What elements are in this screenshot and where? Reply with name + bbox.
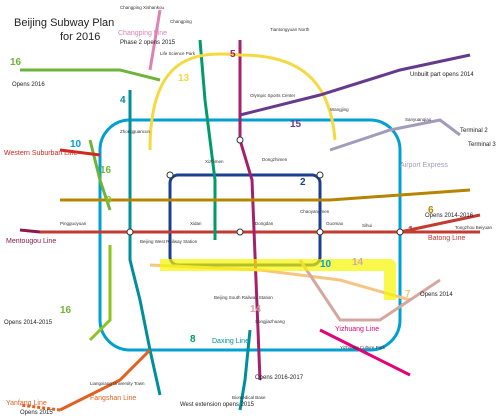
station-guomao: Guomao [326, 221, 344, 226]
line-13 [148, 52, 337, 151]
station-songjiazhuang: Songjiazhuang [255, 319, 285, 324]
line-8-number: 8 [190, 334, 196, 345]
line-14-right-number: 14 [352, 257, 364, 268]
station-tongzhou-beiyuan: Tongzhou Beiyuan [455, 225, 493, 230]
station-pingguoyuan: Pingguoyuan [60, 221, 87, 226]
station-marker [126, 228, 134, 236]
line-8 [198, 39, 217, 240]
annotation-terminal-2: Terminal 2 [460, 128, 488, 134]
line-4-number: 4 [120, 95, 126, 106]
line-daxing [238, 329, 252, 411]
station-biomedical-base: Biomedical Base [232, 395, 266, 400]
station-yizhuang-culture-park: Yizhuang Culture Park [340, 345, 385, 350]
annotation-unbuilt: Unbuilt part opens 2014 [410, 72, 474, 78]
line-9 [88, 245, 112, 342]
annotation-opens-2014-2015: Opens 2014-2015 [4, 320, 53, 326]
station-olympic-sports-center: Olympic Sports Center [250, 93, 296, 98]
line-9-number: 9 [106, 195, 112, 206]
station-wangjing: Wangjing [330, 107, 349, 112]
highlighter-stroke [160, 259, 396, 300]
mentougou-line-label: Mentougou Line [6, 238, 57, 245]
station-life-science-park: Life Science Park [160, 51, 196, 56]
fangshan-line-label: Fangshan Line [90, 395, 137, 402]
map-title-line1: Beijing Subway Plan [14, 17, 115, 29]
line-10-bottom-number: 10 [320, 259, 332, 270]
line-6 [60, 188, 471, 202]
line-yanfang [19, 403, 61, 412]
line-yizhuang [319, 328, 411, 377]
line-7-number: 7 [405, 289, 411, 300]
annotation-phase2: Phase 2 opens 2015 [120, 40, 176, 46]
daxing-line-label: Daxing Line [212, 338, 249, 345]
line-16-mid-number: 16 [100, 165, 112, 176]
line-4 [128, 90, 162, 396]
station-beijing-west: Beijing West Railway Station [140, 239, 198, 244]
station-tiantongyuan-north: Tiantongyuan North [270, 27, 310, 32]
station-changping-xishankou: Changping Xishankou [120, 5, 165, 10]
line-6-number: 6 [428, 205, 434, 216]
station-marker [396, 228, 404, 236]
line-mentougou [19, 228, 41, 234]
line-15 [239, 53, 471, 117]
annotation-opens-2014-right: Opens 2014 [420, 292, 453, 298]
annotation-terminal-3: Terminal 3 [468, 142, 496, 148]
station-liangxiang: Liangxiang University Town [90, 381, 145, 386]
line-5-number: 5 [230, 49, 236, 60]
line-changping [148, 9, 162, 71]
western-suburban-line-label: Western Suburban Line [4, 150, 78, 157]
line-2-number: 2 [300, 177, 306, 188]
station-sanyuanqiao: Sanyuanqiao [405, 117, 432, 122]
airport-express-label: Airport Express [400, 162, 448, 169]
line-15-number: 15 [290, 119, 302, 130]
line-16 [20, 68, 161, 82]
batong-line-label: Batong Line [428, 235, 466, 242]
station-xidan: Xidan [190, 221, 202, 226]
line-10-left-number: 10 [70, 139, 82, 150]
station-dongzhimen: Dongzhimen [262, 157, 288, 162]
station-sihui: Sihui [362, 223, 373, 228]
station-marker [316, 171, 324, 179]
station-marker [236, 136, 244, 144]
line-1-number: 1 [408, 225, 414, 236]
changping-line-label: Changping Line [118, 30, 168, 37]
station-xizhimen: Xizhimen [205, 159, 224, 164]
station-beijing-south: Beijing South Railway Station [214, 295, 273, 300]
line-10-ring [98, 118, 402, 352]
station-changping: Changping [170, 19, 192, 24]
line-airport-express [329, 118, 461, 152]
line-14 [298, 259, 441, 322]
yizhuang-line-label: Yizhuang Line [335, 326, 380, 333]
station-marker [166, 171, 174, 179]
annotation-opens-2014-2016: Opens 2014-2016 [425, 213, 474, 219]
station-dongdan: Dongdan [255, 221, 274, 226]
station-zhongguancun: Zhongguancun [120, 129, 151, 134]
line-13-number: 13 [178, 73, 190, 84]
line-16-bottom-number: 16 [60, 305, 72, 316]
station-marker [236, 228, 244, 236]
annotation-west-extension: West extension opens 2015 [180, 402, 254, 408]
annotation-opens-2016-top: Opens 2016 [12, 82, 45, 88]
line-western-suburban [59, 148, 101, 157]
line-batong [399, 213, 481, 234]
line-fangshan [59, 348, 152, 412]
map-title-line2: for 2016 [60, 31, 101, 43]
yanfang-line-label: Yanfang Line [6, 400, 47, 407]
line-5 [238, 40, 262, 381]
line-14-center-number: 14 [250, 304, 262, 315]
line-2-loop [168, 173, 322, 267]
line-16-top-number: 16 [10, 57, 22, 68]
annotation-opens-2016-2017: Opens 2016-2017 [255, 375, 304, 381]
station-chaoyangmen: Chaoyangmen [300, 209, 330, 214]
station-marker [316, 228, 324, 236]
annotation-opens-2015: Opens 2015 [20, 410, 53, 416]
